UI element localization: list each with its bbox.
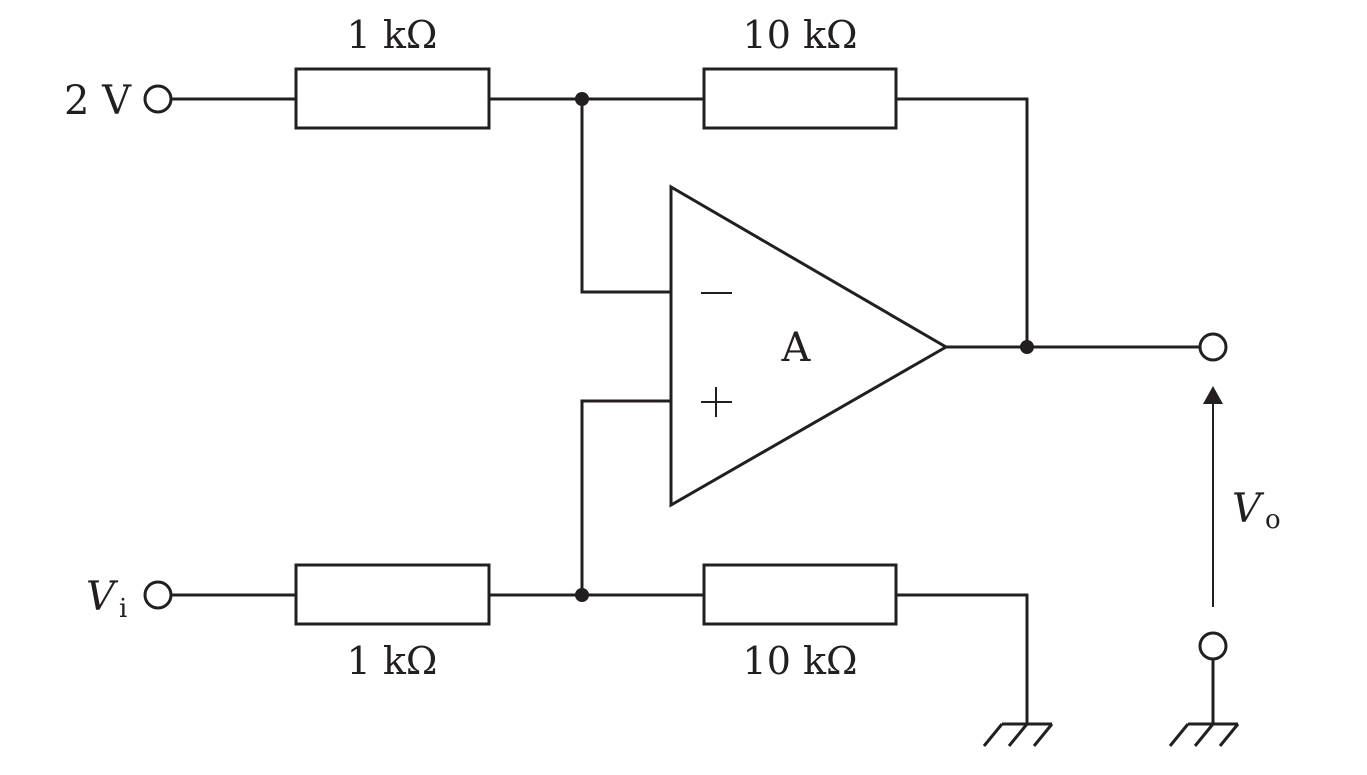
junction-top <box>575 92 589 106</box>
terminal-top-input <box>143 84 173 114</box>
resistor-r3 <box>294 563 491 626</box>
label-output-main: V <box>1232 486 1265 532</box>
label-opamp: A <box>781 325 812 371</box>
label-r2: 10 kΩ <box>743 13 858 57</box>
wire-inverting-input <box>580 97 673 294</box>
label-top-input: 2 V <box>64 78 132 124</box>
junction-output <box>1020 340 1034 354</box>
resistor-r4 <box>702 563 898 626</box>
opamp-triangle <box>669 184 949 508</box>
wire-noninverting-input <box>580 399 673 597</box>
resistor-r1 <box>294 67 491 130</box>
label-r1: 1 kΩ <box>347 13 438 57</box>
label-r4: 10 kΩ <box>743 639 858 683</box>
junction-bottom <box>575 588 589 602</box>
label-bottom-input-main: V <box>86 574 119 620</box>
resistor-r2 <box>702 67 898 130</box>
wire-bottom-ground <box>894 593 1029 726</box>
ground-symbol-output <box>1168 722 1240 747</box>
label-r3: 1 kΩ <box>347 639 438 683</box>
label-output-sub: o <box>1265 505 1281 535</box>
ground-symbol-bottom <box>982 722 1054 747</box>
output-voltage-arrowhead-icon <box>1203 386 1223 404</box>
terminal-output-ground <box>1198 631 1228 661</box>
label-bottom-input-sub: i <box>119 594 127 624</box>
terminal-output <box>1198 332 1228 362</box>
terminal-bottom-input <box>143 580 173 610</box>
wire-feedback-out <box>894 97 1029 349</box>
